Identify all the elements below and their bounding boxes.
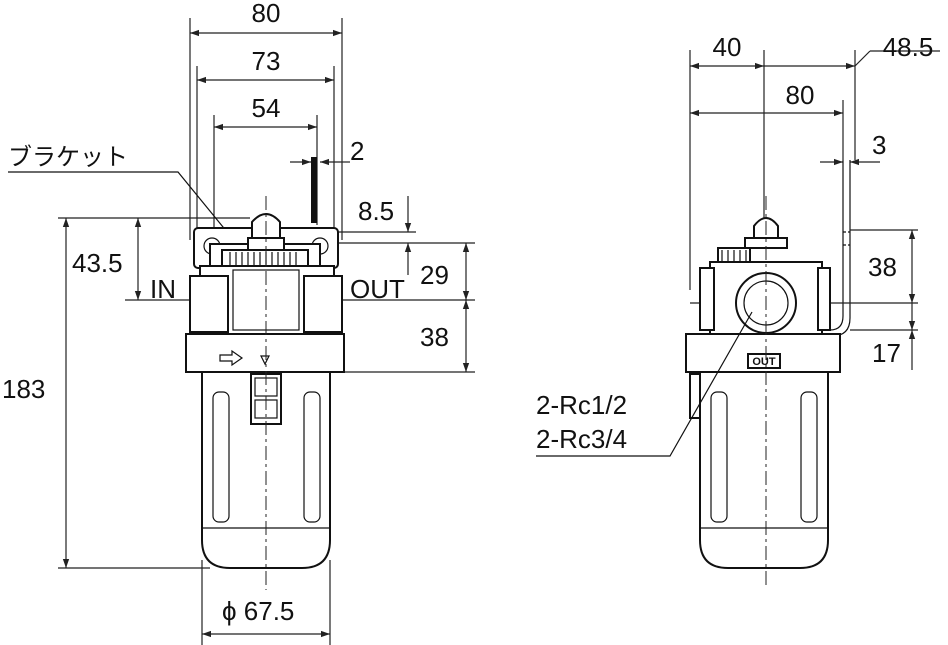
dim-38-text: 38 [420,322,449,352]
dim-17-text: 17 [872,338,901,368]
side-bowl [699,371,829,569]
port-label-1: 2-Rc1/2 [536,390,627,420]
dim-48-5-text: 48.5 [883,32,934,62]
out-label: OUT [350,274,405,304]
dim-38-side-text: 38 [868,252,897,282]
dim-3-text: 3 [872,130,886,160]
bracket-leader [8,171,233,239]
front-view: ブラケット IN OUT 80 73 54 2 8.5 43.5 29 38 1… [2,0,475,645]
port-label-2: 2-Rc3/4 [536,424,627,454]
bowl [201,371,331,569]
dim-43-5-text: 43.5 [72,248,123,278]
in-label: IN [150,274,176,304]
side-view: OUT 40 48.5 80 3 38 17 2-Rc1/2 2-Rc3/4 [536,32,940,588]
bowl-collar [185,333,345,373]
out-plate-label: OUT [752,356,776,368]
dim-73-text: 73 [252,46,281,76]
dim-80-side-text: 80 [786,80,815,110]
dim-183-text: 183 [2,374,45,404]
dim-54-text: 54 [252,93,281,123]
port-leader [536,311,753,457]
dim-67-5-text: ϕ 67.5 [222,596,294,626]
dim-2-text: 2 [350,136,364,166]
bracket-label: ブラケット [8,143,128,171]
dim-40-text: 40 [713,32,742,62]
dim-80-text: 80 [252,0,281,28]
dim-8-5-text: 8.5 [358,196,394,226]
bracket-plate-edge [311,157,317,223]
dim-29-text: 29 [420,260,449,290]
